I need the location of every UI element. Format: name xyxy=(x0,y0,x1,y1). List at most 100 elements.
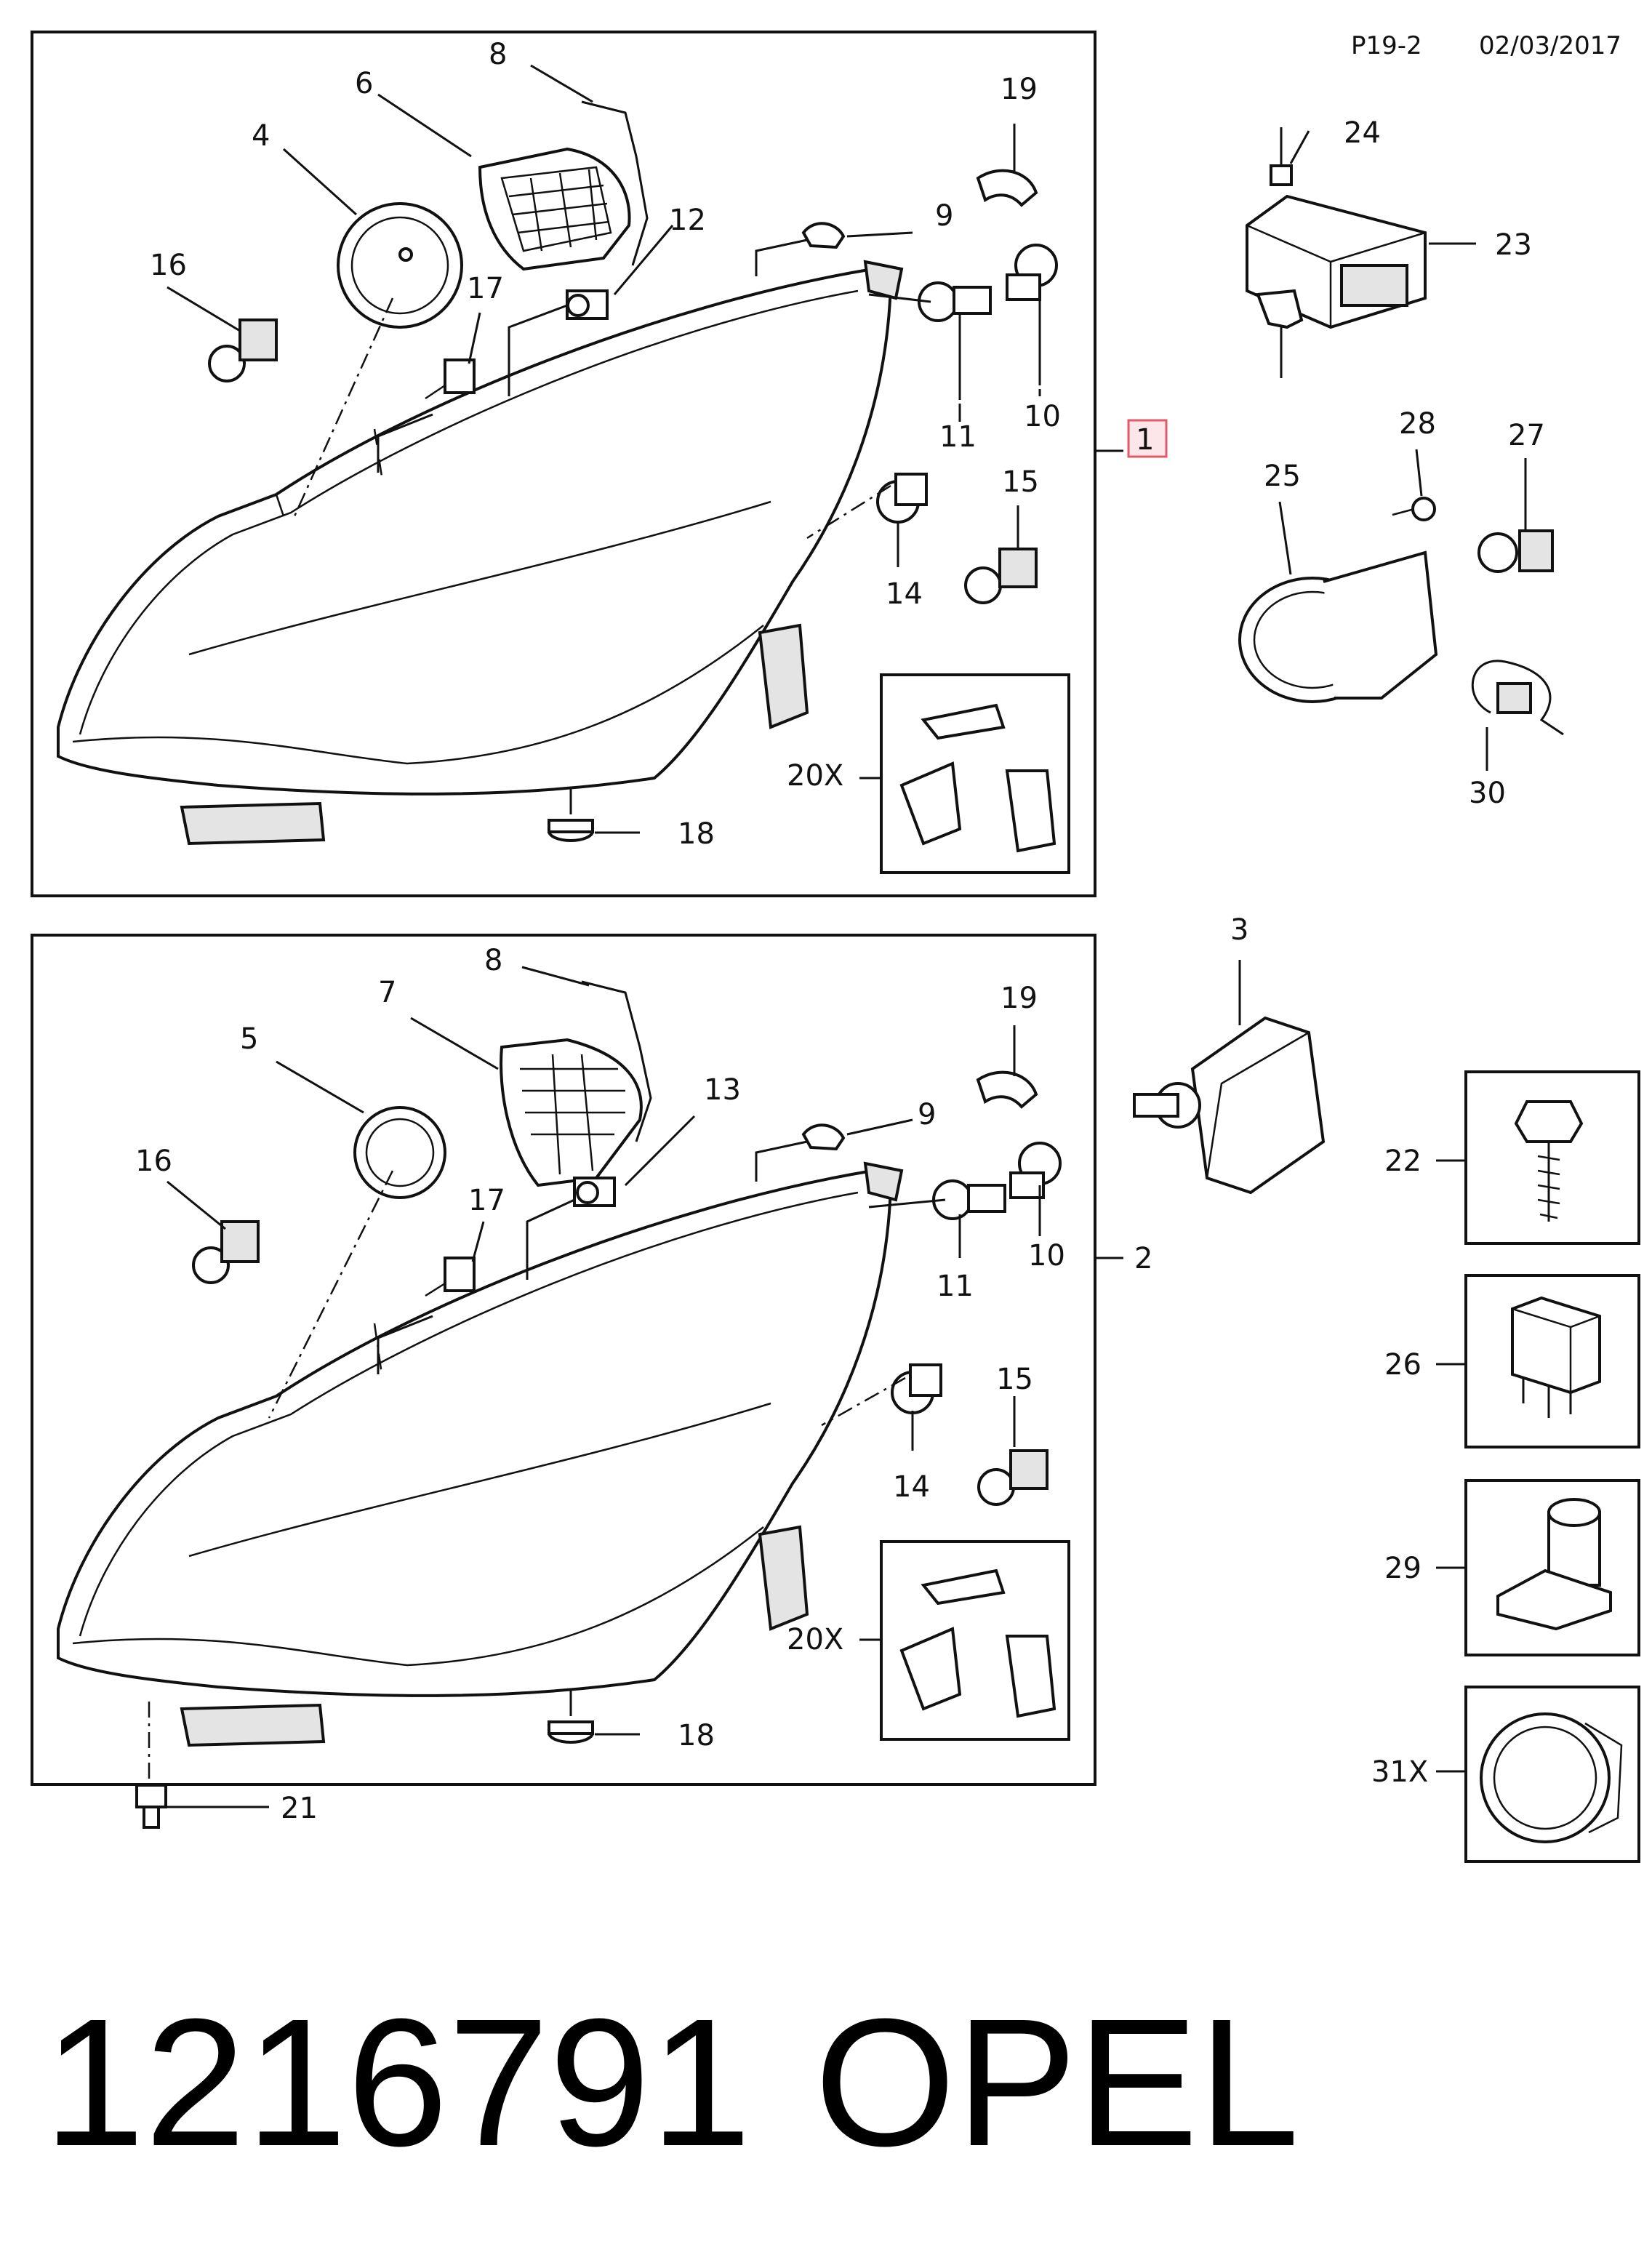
part-14-amber-bulb xyxy=(876,473,928,524)
part-15-bulb-socket-b xyxy=(977,1449,1048,1506)
part-14-amber-bulb-b xyxy=(891,1363,942,1414)
part-22-box xyxy=(1464,1070,1640,1245)
part-3-leveling-actuator xyxy=(1133,1016,1326,1195)
part-10-bulb-socket-b xyxy=(1009,1142,1062,1199)
callout-9b: 9 xyxy=(918,1098,936,1131)
part-20x-bracket-kit-b xyxy=(899,1568,1056,1718)
leader-23-24 xyxy=(1289,130,1476,245)
part-18-grommet-b xyxy=(548,1720,594,1744)
callout-4: 4 xyxy=(252,119,270,153)
leader-25 xyxy=(1278,501,1292,575)
part-9-clip xyxy=(801,222,846,249)
top-assembly-frame xyxy=(31,31,1096,897)
part-28-screw xyxy=(1392,497,1436,521)
part-16-bulb-holder-b xyxy=(192,1220,260,1284)
part-23-bracket xyxy=(1256,289,1304,329)
part-31x-box xyxy=(1464,1686,1640,1863)
part-10-bulb-socket xyxy=(1006,244,1058,301)
callout-15b: 15 xyxy=(996,1363,1033,1396)
part-22-hex-screw xyxy=(1514,1100,1584,1222)
leader-lines-top xyxy=(167,64,1123,834)
callout-8b: 8 xyxy=(484,944,502,977)
callout-21: 21 xyxy=(281,1792,318,1825)
callout-19: 19 xyxy=(1001,73,1038,106)
part-31x-fog-lamp xyxy=(1480,1712,1623,1843)
callout-11: 11 xyxy=(939,420,977,454)
callout-3: 3 xyxy=(1230,913,1248,947)
callout-16: 16 xyxy=(150,249,187,282)
callout-30: 30 xyxy=(1469,777,1506,810)
callout-26: 26 xyxy=(1384,1348,1422,1382)
callout-14: 14 xyxy=(886,577,923,611)
part-26-box xyxy=(1464,1274,1640,1448)
callout-22: 22 xyxy=(1384,1145,1422,1178)
diagram-date: 02/03/2017 xyxy=(1479,31,1621,60)
callout-9: 9 xyxy=(935,199,953,233)
part-11-turn-bulb xyxy=(918,281,992,322)
callout-7: 7 xyxy=(378,976,396,1009)
callout-18b: 18 xyxy=(678,1719,715,1752)
callout-17b: 17 xyxy=(468,1184,505,1217)
part-11-turn-bulb-b xyxy=(932,1179,1006,1220)
part-8-retaining-wire xyxy=(581,100,649,266)
headlamp-housing-top xyxy=(57,260,904,846)
leader-28 xyxy=(1415,449,1423,497)
part-20x-kit-box xyxy=(880,673,1070,874)
part-19-boot-b xyxy=(976,1070,1038,1109)
part-13-h7-bulb xyxy=(573,1177,616,1207)
part-5-cover-cap xyxy=(353,1106,446,1199)
callout-11b: 11 xyxy=(937,1270,974,1303)
page-reference: P19-2 xyxy=(1351,31,1422,60)
callout-10b: 10 xyxy=(1028,1239,1065,1273)
part-20x-bracket-kit xyxy=(899,703,1056,853)
part-26-relay xyxy=(1511,1296,1601,1418)
part-21-screw xyxy=(135,1784,167,1829)
part-24-nut xyxy=(1270,164,1293,186)
callout-24: 24 xyxy=(1344,116,1381,150)
callout-15: 15 xyxy=(1002,465,1039,499)
callout-1: 1 xyxy=(1136,423,1154,457)
callout-10: 10 xyxy=(1024,400,1061,433)
guide-solid-lines-b xyxy=(377,1140,1041,1374)
callout-25: 25 xyxy=(1264,460,1301,493)
callout-19b: 19 xyxy=(1001,982,1038,1015)
brand-name: OPEL xyxy=(814,1981,1299,2184)
part-18-grommet xyxy=(548,819,594,842)
part-16-bulb-holder xyxy=(208,318,278,382)
callout-20x-b: 20X xyxy=(787,1623,843,1656)
part-30-wire-harness xyxy=(1471,660,1564,736)
callout-20x: 20X xyxy=(787,759,843,793)
guide-solid-lines xyxy=(377,239,1041,473)
callout-23: 23 xyxy=(1495,228,1532,262)
callout-8: 8 xyxy=(489,38,507,71)
part-19-boot xyxy=(976,169,1038,207)
part-6-vent-grille xyxy=(478,147,631,271)
part-25-fog-lamp xyxy=(1238,550,1438,703)
callout-29: 29 xyxy=(1384,1552,1422,1585)
part-29-cap-bracket xyxy=(1496,1498,1612,1631)
callout-12: 12 xyxy=(669,204,706,237)
callout-2: 2 xyxy=(1134,1242,1152,1275)
callout-18: 18 xyxy=(678,817,715,851)
callout-28: 28 xyxy=(1399,407,1436,441)
part-4-cover-cap xyxy=(337,202,463,329)
bottom-assembly-frame xyxy=(31,934,1096,1786)
leader-lines-bottom xyxy=(167,966,1123,1808)
callout-14b: 14 xyxy=(893,1470,930,1504)
part-9-clip-b xyxy=(801,1123,846,1151)
callout-5: 5 xyxy=(240,1022,258,1056)
part-7-vent-grille xyxy=(500,1038,643,1187)
part-17-side-bulb xyxy=(425,358,476,400)
callout-13: 13 xyxy=(704,1073,741,1107)
callout-27: 27 xyxy=(1508,419,1545,452)
part-27-fog-bulb xyxy=(1477,529,1554,573)
part-17-side-bulb-b xyxy=(425,1257,476,1297)
callout-1-highlight-box xyxy=(1127,419,1168,458)
callout-31x: 31X xyxy=(1371,1755,1428,1789)
part-8-retaining-wire-b xyxy=(581,980,652,1142)
callout-6: 6 xyxy=(355,67,373,100)
callout-17: 17 xyxy=(467,272,504,305)
callout-16b: 16 xyxy=(135,1145,172,1178)
part-number: 1216791 xyxy=(44,1981,751,2184)
part-12-h7-bulb xyxy=(566,289,609,320)
